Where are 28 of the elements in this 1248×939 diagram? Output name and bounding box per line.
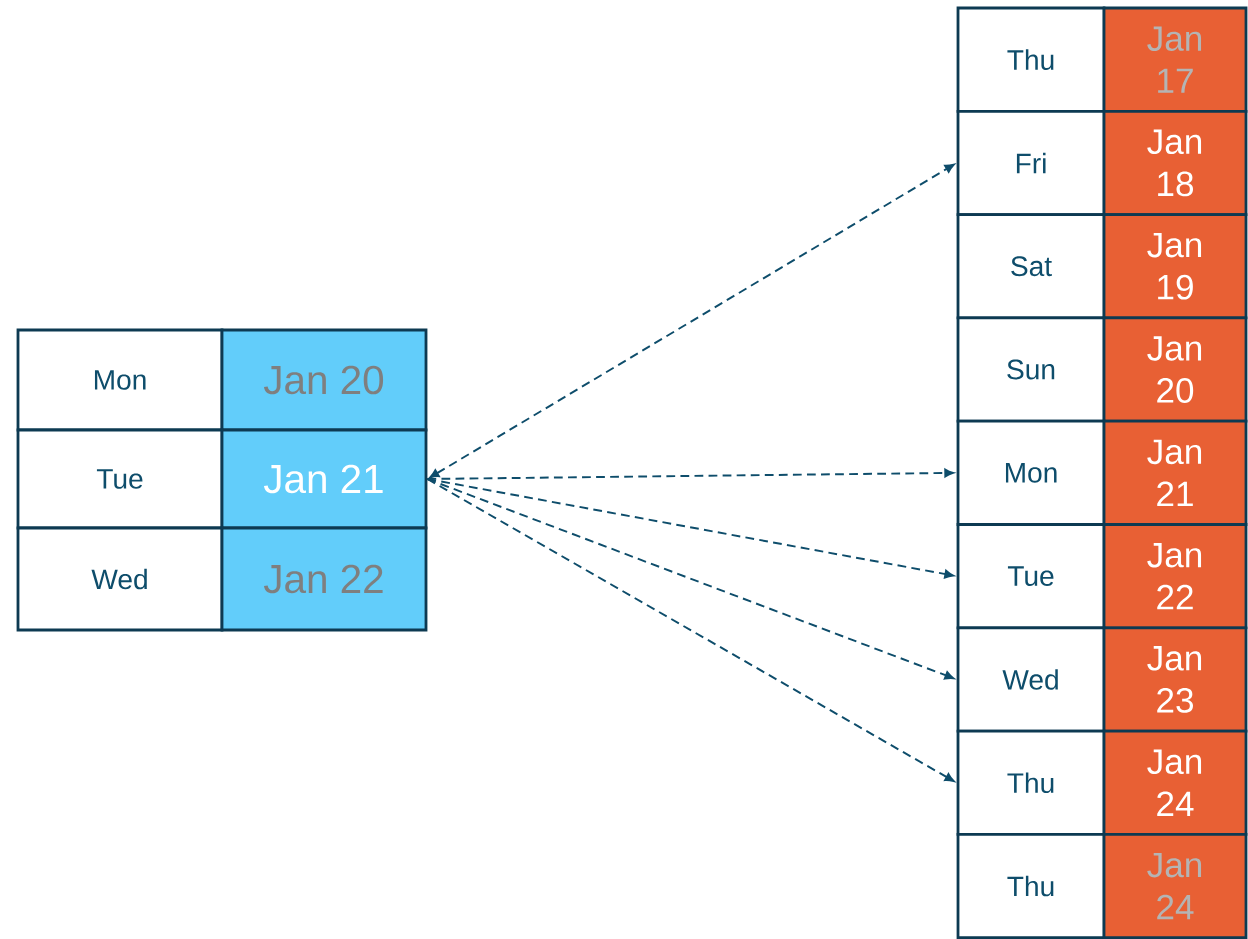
arrow [426, 478, 955, 579]
arrow [429, 163, 955, 479]
date-cell: Jan 22 [1102, 523, 1248, 630]
arrow [426, 478, 955, 782]
day-cell: Sun [956, 316, 1106, 423]
date-cell: Jan 21 [220, 428, 428, 530]
day-cell: Mon [16, 328, 224, 432]
day-cell: Thu [956, 833, 1106, 939]
date-cell: Jan 17 [1102, 6, 1248, 113]
date-cell: Jan 20 [1102, 316, 1248, 423]
day-cell: Wed [956, 626, 1106, 733]
day-cell: Mon [956, 419, 1106, 526]
date-cell: Jan 24 [1102, 833, 1248, 939]
date-cell: Jan 22 [220, 526, 428, 632]
date-cell: Jan 21 [1102, 419, 1248, 526]
date-cell: Jan 19 [1102, 213, 1248, 320]
day-cell: Fri [956, 109, 1106, 216]
date-cell: Jan 23 [1102, 626, 1248, 733]
date-cell: Jan 18 [1102, 109, 1248, 216]
day-cell: Tue [16, 428, 224, 530]
day-cell: Thu [956, 6, 1106, 113]
day-cell: Thu [956, 729, 1106, 836]
date-cell: Jan 20 [220, 328, 428, 432]
day-cell: Wed [16, 526, 224, 632]
day-cell: Sat [956, 213, 1106, 320]
day-cell: Tue [956, 523, 1106, 630]
arrow [426, 478, 955, 680]
date-cell: Jan 24 [1102, 729, 1248, 836]
